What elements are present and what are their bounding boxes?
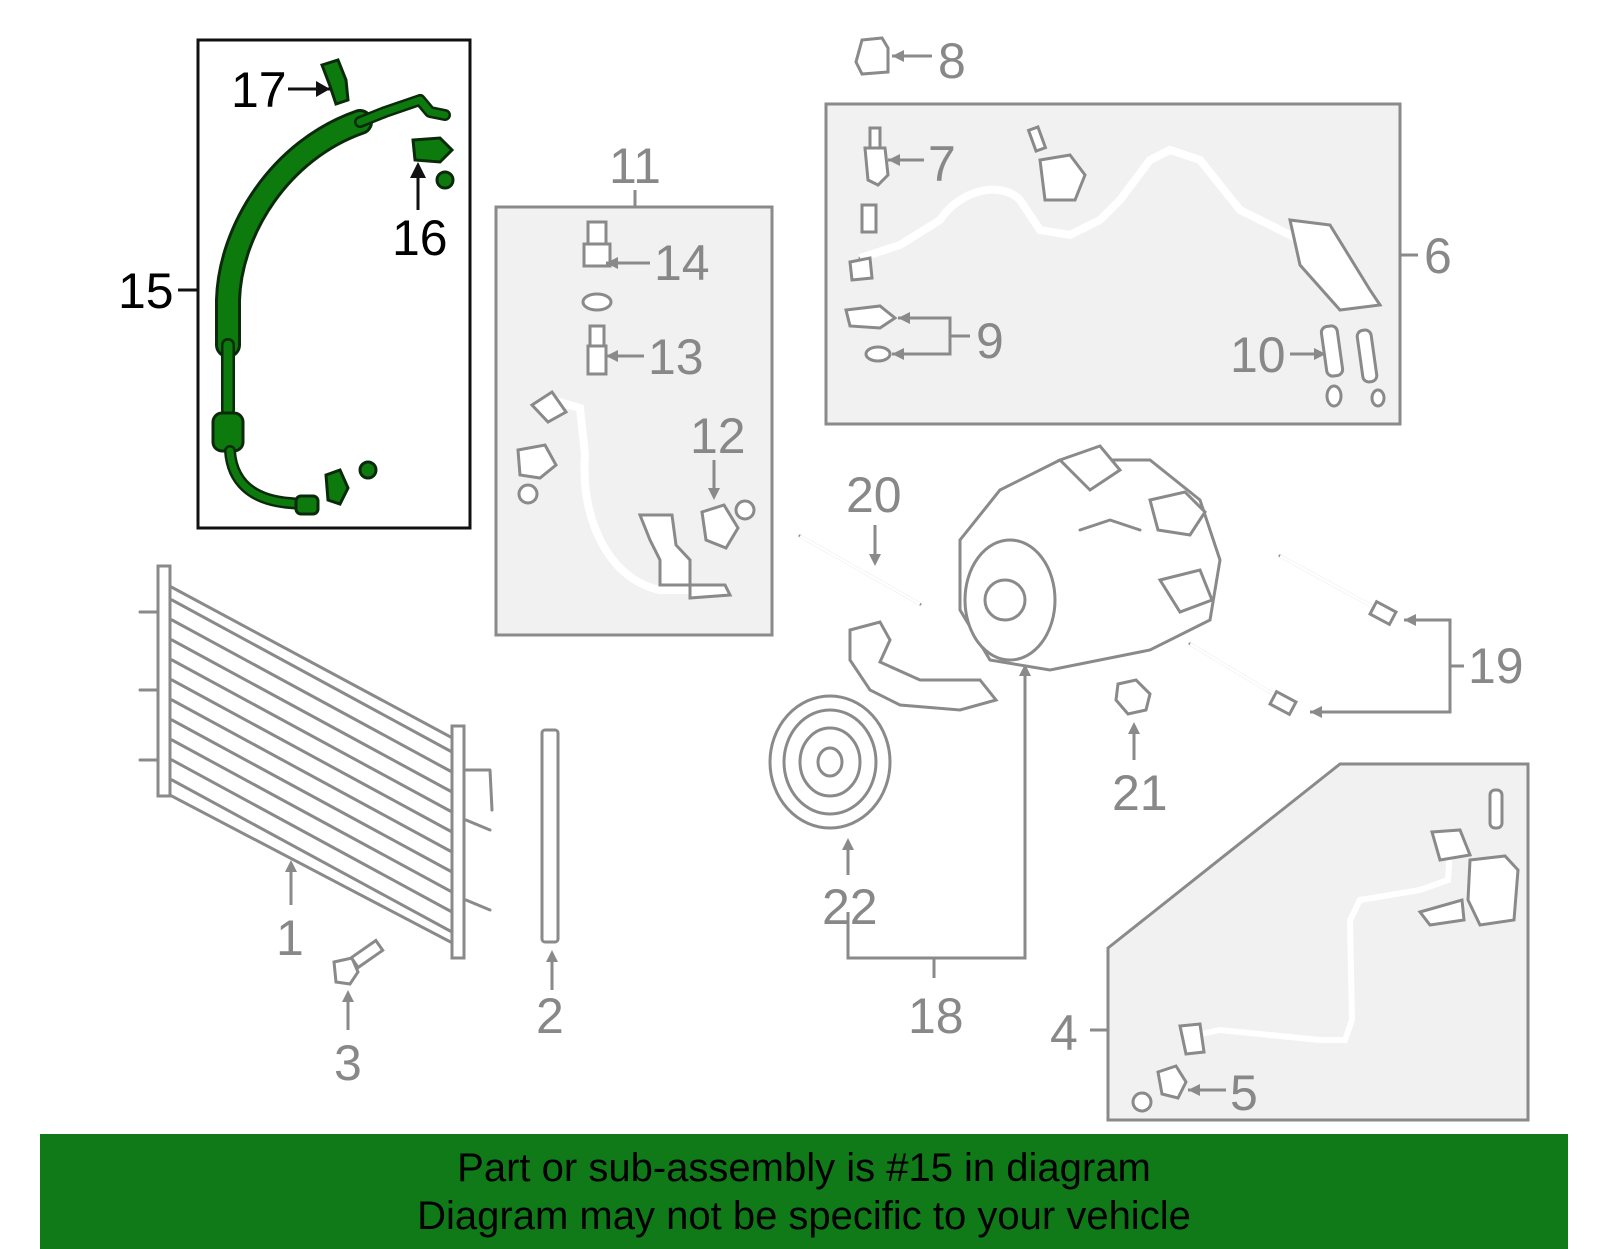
part-15-box: 17 16 15 (118, 38, 472, 530)
part-6-box: 6 7 9 10 (824, 102, 1452, 426)
part-11-box: 11 14 13 12 (494, 138, 774, 637)
callout-3: 3 (334, 1035, 362, 1091)
callout-17: 17 (231, 62, 287, 118)
callout-22: 22 (822, 879, 878, 935)
callout-19: 19 (1468, 638, 1524, 694)
callout-18: 18 (908, 988, 964, 1044)
compressor-18[interactable] (958, 444, 1222, 672)
callout-21: 21 (1112, 765, 1168, 821)
part-4-box: 4 5 (1050, 762, 1530, 1122)
filter-10[interactable] (1319, 324, 1386, 408)
seal-12[interactable] (700, 499, 756, 550)
liquid-line-11[interactable] (516, 389, 733, 600)
callout-6: 6 (1424, 228, 1452, 284)
callout-20: 20 (846, 467, 902, 523)
callout-9: 9 (976, 313, 1004, 369)
callout-14: 14 (654, 235, 710, 291)
callout-15: 15 (118, 263, 174, 319)
callout-7: 7 (928, 136, 956, 192)
liquid-line-4[interactable] (1178, 788, 1520, 1056)
pressure-switch-14[interactable] (581, 220, 613, 312)
callout-16: 16 (392, 210, 448, 266)
bolt-3[interactable] (332, 938, 385, 986)
valve-core-13[interactable] (586, 324, 608, 376)
callout-12: 12 (690, 408, 746, 464)
studs-19[interactable] (1188, 554, 1399, 717)
sensor-7[interactable] (863, 126, 890, 187)
cap-8[interactable] (854, 36, 890, 76)
callout-13: 13 (648, 329, 704, 385)
footer-line-1: Part or sub-assembly is #15 in diagram (457, 1146, 1151, 1190)
callout-1: 1 (276, 910, 304, 966)
callout-8: 8 (938, 33, 966, 89)
footer-line-2: Diagram may not be specific to your vehi… (417, 1194, 1191, 1238)
callout-11: 11 (609, 138, 661, 194)
footer-banner: Part or sub-assembly is #15 in diagram D… (40, 1134, 1568, 1249)
clutch-pulley-22[interactable] (768, 694, 892, 830)
condenser-1[interactable] (138, 564, 494, 960)
seal-strip-2[interactable] (540, 728, 560, 944)
stud-20[interactable] (798, 534, 922, 606)
suction-line-6[interactable] (848, 125, 1383, 312)
bracket (848, 620, 999, 712)
callout-2: 2 (536, 988, 564, 1044)
ac-hose-assembly-15[interactable] (211, 58, 455, 516)
nut-21[interactable] (1114, 678, 1152, 716)
callout-10: 10 (1230, 327, 1286, 383)
callout-5: 5 (1230, 1065, 1258, 1121)
seal-9[interactable] (844, 304, 898, 363)
seal-5[interactable] (1131, 1064, 1188, 1113)
callout-4: 4 (1050, 1005, 1078, 1061)
